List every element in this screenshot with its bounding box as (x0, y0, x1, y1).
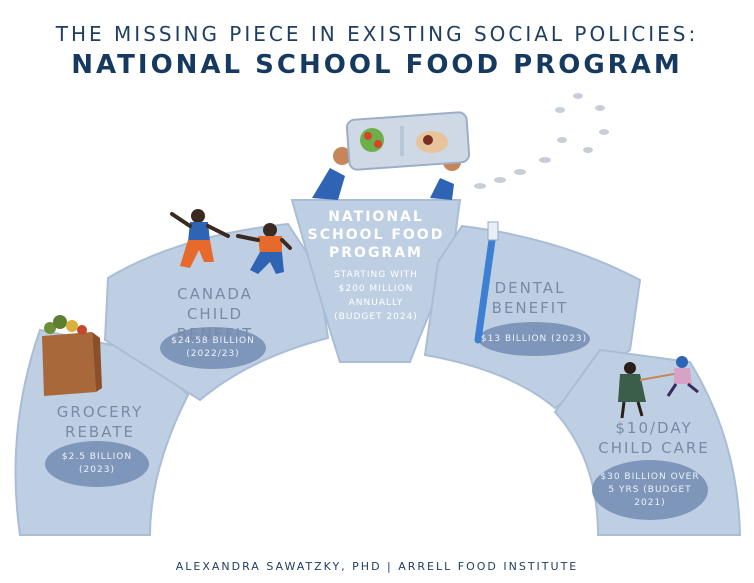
nsfp-subtitle: Starting with $200 million annually (bud… (310, 268, 442, 324)
footer-credit: Alexandra Sawatzky, PhD | Arrell Food In… (175, 560, 579, 573)
nsfp-title: National School Food Program (300, 208, 452, 262)
nsfp-sub-line-1: Starting with (334, 270, 418, 280)
grocery-bag-icon (42, 315, 102, 396)
ccb-title-line-1: Canada Child (177, 285, 253, 323)
dental-title-line-1: Dental (494, 279, 566, 297)
ccb-amount: $24.58 billion (2022/23) (160, 327, 266, 369)
footprints-icon (474, 93, 609, 189)
ccb-title: Canada Child Benefit (150, 284, 280, 344)
grocery-amount-year: (2023) (79, 465, 115, 475)
nsfp-sub-line-2: $200 million (338, 284, 414, 294)
childcare-title-line-2: Child Care (598, 439, 710, 457)
child-running-icon (170, 209, 230, 268)
grocery-amount: $2.5 billion (2023) (45, 441, 149, 487)
childcare-amount-line-2: 5 yrs (budget (608, 484, 692, 495)
title-line-1: The missing piece in existing social pol… (55, 22, 699, 46)
grocery-title: Grocery Rebate (40, 402, 160, 442)
childcare-title-line-1: $10/day (615, 419, 693, 437)
childcare-title: $10/day Child Care (594, 418, 714, 458)
pill-grocery (45, 441, 149, 487)
dental-title: Dental Benefit (470, 278, 590, 318)
pill-dental (478, 322, 590, 356)
nsfp-sub-line-3: annually (348, 298, 404, 308)
pill-childcare (592, 460, 708, 520)
hands-holding-tray-icon (312, 111, 471, 200)
grocery-amount-value: $2.5 billion (61, 452, 133, 462)
dental-amount-value: $13 billion (2023) (480, 333, 588, 344)
title-line-2: National School Food Program (71, 50, 683, 80)
toothbrush-icon (474, 221, 499, 344)
nsfp-title-line-3: Program (329, 245, 423, 261)
grocery-title-line-2: Rebate (65, 423, 135, 441)
dental-amount: $13 billion (2023) (478, 322, 590, 356)
ccb-title-line-2: Benefit (176, 325, 254, 343)
childcare-amount: $30 billion over 5 yrs (budget 2021) (592, 460, 708, 520)
child-running-icon-2 (236, 223, 292, 274)
dental-title-line-2: Benefit (491, 299, 569, 317)
ccb-amount-value: $24.58 billion (171, 336, 255, 346)
adult-and-child-icon (618, 356, 699, 419)
childcare-amount-line-3: 2021) (634, 497, 666, 508)
pill-ccb (160, 327, 266, 369)
nsfp-sub-line-4: (budget 2024) (334, 312, 418, 322)
nsfp-title-line-2: School Food (307, 227, 445, 243)
nsfp-title-line-1: National (328, 209, 424, 225)
stone-dental (423, 224, 642, 410)
grocery-title-line-1: Grocery (56, 403, 144, 421)
ccb-amount-year: (2022/23) (186, 349, 240, 359)
childcare-amount-line-1: $30 billion over (600, 471, 700, 482)
